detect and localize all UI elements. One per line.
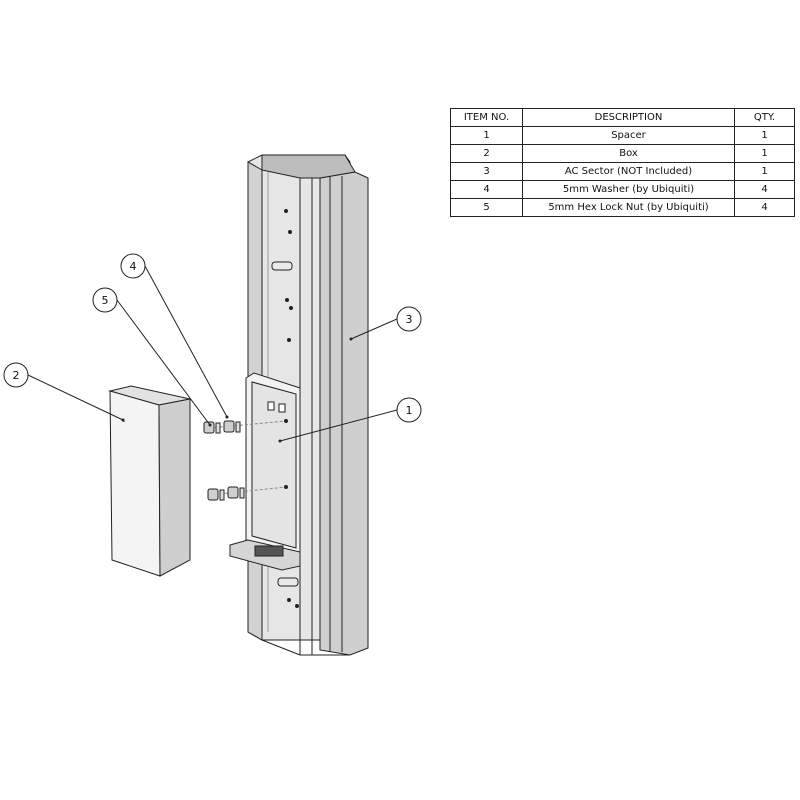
table-row: 1 Spacer 1 bbox=[450, 126, 795, 145]
header-item-no: ITEM NO. bbox=[450, 108, 523, 127]
balloon-5: 5 bbox=[92, 287, 212, 427]
cell-qty: 1 bbox=[734, 144, 795, 163]
balloon-2: 2 bbox=[3, 362, 125, 422]
table-row: 2 Box 1 bbox=[450, 144, 795, 163]
cell-qty: 1 bbox=[734, 126, 795, 145]
enclosure-box bbox=[108, 385, 191, 577]
table-row: 5 5mm Hex Lock Nut (by Ubiquiti) 4 bbox=[450, 198, 795, 217]
cell-description: 5mm Hex Lock Nut (by Ubiquiti) bbox=[522, 198, 735, 217]
cell-description: 5mm Washer (by Ubiquiti) bbox=[522, 180, 735, 199]
header-qty: QTY. bbox=[734, 108, 795, 127]
hardware-upper bbox=[203, 419, 288, 434]
cell-description: AC Sector (NOT Included) bbox=[522, 162, 735, 181]
balloon-5-label: 5 bbox=[102, 294, 109, 307]
balloon-1-label: 1 bbox=[406, 404, 413, 417]
balloon-1: 1 bbox=[278, 397, 422, 443]
table-header-row: ITEM NO. DESCRIPTION QTY. bbox=[450, 108, 795, 127]
balloon-3: 3 bbox=[349, 306, 422, 341]
balloon-4-label: 4 bbox=[130, 260, 137, 273]
cell-qty: 4 bbox=[734, 180, 795, 199]
balloon-4: 4 bbox=[120, 253, 229, 419]
spacer-bracket bbox=[229, 372, 301, 571]
cell-description: Box bbox=[522, 144, 735, 163]
table-row: 4 5mm Washer (by Ubiquiti) 4 bbox=[450, 180, 795, 199]
bill-of-materials-table: ITEM NO. DESCRIPTION QTY. 1 Spacer 1 2 B… bbox=[450, 108, 795, 217]
cell-item: 3 bbox=[450, 162, 523, 181]
cell-item: 1 bbox=[450, 126, 523, 145]
balloon-3-label: 3 bbox=[406, 313, 413, 326]
hardware-lower bbox=[207, 485, 288, 501]
balloon-2-label: 2 bbox=[13, 369, 20, 382]
cell-qty: 1 bbox=[734, 162, 795, 181]
cell-qty: 4 bbox=[734, 198, 795, 217]
table-row: 3 AC Sector (NOT Included) 1 bbox=[450, 162, 795, 181]
cell-item: 2 bbox=[450, 144, 523, 163]
cell-item: 5 bbox=[450, 198, 523, 217]
cell-description: Spacer bbox=[522, 126, 735, 145]
cell-item: 4 bbox=[450, 180, 523, 199]
header-description: DESCRIPTION bbox=[522, 108, 735, 127]
